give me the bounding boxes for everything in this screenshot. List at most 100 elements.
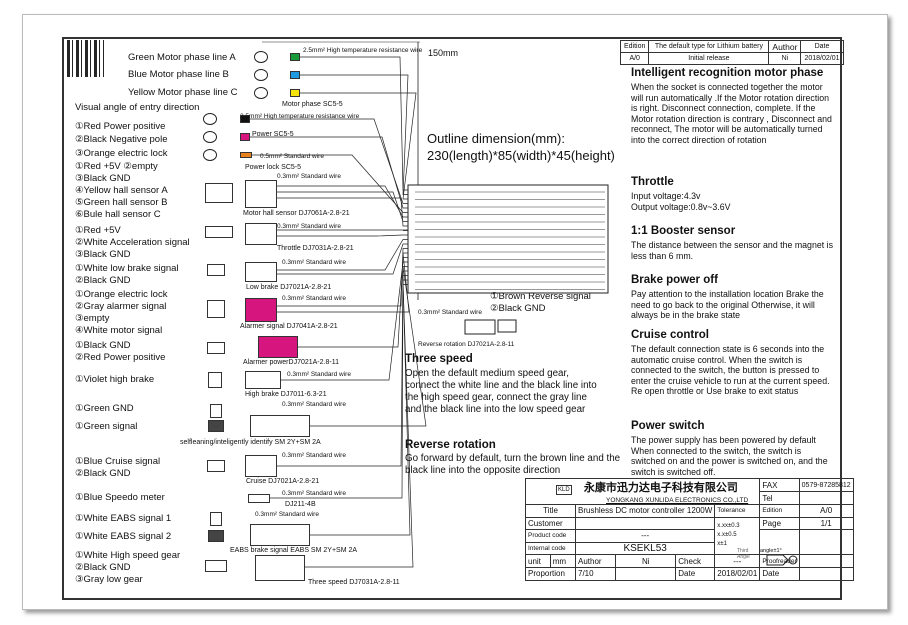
wire-label: 0.3mm² Standard wire [282,490,346,497]
section-title: Intelligent recognition motor phase [631,67,824,79]
third-angle-label: Third Angle [737,548,750,560]
wire [300,74,409,195]
company-cn: 永康市迅力达电子科技有限公司 [583,482,738,494]
blue-wire-icon [290,71,300,79]
connector-label: Throttle DJ7031A-2.8-21 [277,245,354,252]
pin-label: Visual angle of entry direction [75,102,200,113]
pin-label: ④White motor signal [75,325,163,336]
wire [305,284,414,568]
qr-code [67,40,104,77]
outline-value: 230(length)*85(width)*45(height) [427,148,615,163]
wire [277,234,408,237]
reverse-connector-icon [464,319,496,335]
connector-label: Motor hall sensor DJ7061A-2.8-21 [243,210,350,217]
wire [250,136,408,209]
drawing-frame [62,37,842,600]
cell: Edition [759,504,800,518]
angle-label: angle±1° [760,548,782,554]
three-speed-connector [255,555,305,581]
wire [250,118,408,204]
cell: Author [574,554,617,568]
cell: Ni [768,52,802,65]
pin-label: ③Gray low gear [75,574,143,585]
cruise-socket-icon [207,460,225,472]
pin-label: ①Red +5V ②empty [75,161,158,172]
reverse-label-1: ①Brown Reverse signal [490,291,591,302]
cell: A/0 [798,504,854,518]
wire [252,154,408,213]
speed-socket-icon [205,560,227,572]
cell: Proofreader [759,554,800,568]
wire-label: 0.3mm² Standard wire [277,223,341,230]
pin-label: ①Green GND [75,403,134,414]
cell: Page [759,516,800,531]
connector-label: Three speed DJ7031A-2.8-11 [308,579,400,586]
reverse-text: Go forward by default, turn the brown li… [405,453,621,476]
wire-label: 0.3mm² Standard wire [282,401,346,408]
pin-label: ①Black GND [75,340,131,351]
wire [310,266,427,427]
pin-label: ①White EABS signal 1 [75,513,172,524]
cell: --- [574,529,716,543]
throttle-connector [245,223,277,245]
wire [277,197,408,227]
connector-label: Power lock SC5-5 [245,164,302,171]
cell: Tel [759,491,800,505]
reverse-connector-label: Reverse rotation DJ7021A-2.8-11 [418,341,515,348]
cell: Ni [615,554,677,568]
pin-label: ①Green signal [75,421,138,432]
cell: Author [768,40,802,53]
cell: Date [675,566,716,581]
throttle-socket-icon [205,226,233,238]
section-title: 1:1 Booster sensor [631,225,736,237]
length-label: 150mm [428,48,459,58]
pin-label: ③empty [75,313,110,324]
speedo-connector [248,494,270,503]
section-text: The default connection state is 6 second… [631,344,830,397]
pin-label: ①Red +5V [75,225,121,236]
cell: Brushless DC motor controller 1200W [574,504,716,518]
pin-label: ⑥Bule hall sensor C [75,209,161,220]
wire [300,56,408,191]
cell: unit [525,554,551,568]
wire [277,229,410,231]
green-wire-icon [290,53,300,61]
wire-label: 0.3mm² Standard wire [277,173,341,180]
cell: Customer [525,516,576,531]
pin-label: ①White High speed gear [75,550,181,561]
pin-label: ③Orange electric lock [75,148,168,159]
cell: Edition [619,40,650,53]
pin-label: ①Red Power positive [75,121,166,132]
section-title: Power switch [631,420,705,432]
pin-label: Yellow Motor phase line C [128,87,238,98]
connector-label: Alarmer signal DJ7041A-2.8-21 [240,323,338,330]
motor-hall-connector [245,180,277,208]
wire [277,243,408,275]
connector-label: Motor phase SC5-5 [282,101,343,108]
pin-label: ②Gray alarmer signal [75,301,167,312]
connector-label: Low brake DJ7021A-2.8-21 [246,284,332,291]
pin-label: ①Blue Speedo meter [75,492,165,503]
connector-label: Cruise DJ7021A-2.8-21 [246,478,320,485]
yellow-wire-icon [290,89,300,97]
eabs2-socket-icon [208,530,224,542]
cell: Proportion [525,566,576,581]
cell: mm [549,554,577,568]
power-socket-icon [207,342,225,354]
reverse-title: Reverse rotation [405,439,496,451]
connector-label: Alarmer powerDJ7021A-2.8-11 [243,359,339,366]
cell: Check [675,554,716,568]
wire-label: 2.5mm² High temperature resistance wire [303,47,423,54]
wire [270,275,408,499]
cell: 0579-87285812 [798,478,854,492]
cell: Date [800,40,844,53]
alarmer-signal-connector [245,298,277,322]
wire-label: 0.3mm² Standard wire [255,511,319,518]
reverse-label-2: ②Black GND [490,303,546,314]
wire-label: 0.5mm² Standard wire [260,153,324,160]
pin-label: ①White EABS signal 2 [75,531,172,542]
three-speed-text: Open the default medium speed gear, conn… [405,368,597,415]
green-socket-icon [210,404,222,418]
